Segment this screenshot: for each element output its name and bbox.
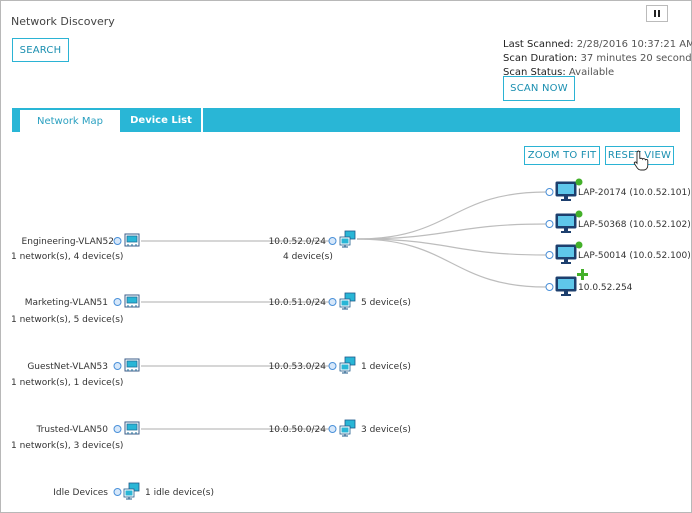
subnet-computers-icon [339, 230, 356, 248]
subnet-computers-icon [123, 482, 140, 500]
device-link-curve [356, 223, 547, 240]
scan-duration-label: Scan Duration: [503, 53, 578, 64]
network-node-guestnet[interactable]: GuestNet-VLAN53 1 network(s), 1 device(s… [11, 356, 411, 388]
connector-node[interactable] [113, 298, 122, 306]
network-summary: 1 network(s), 5 device(s) [11, 315, 123, 325]
subnet-computers-icon [339, 356, 356, 374]
idle-devices-label: Idle Devices [53, 488, 108, 498]
network-summary: 1 network(s), 3 device(s) [11, 441, 123, 451]
scan-now-button[interactable]: SCAN NOW [503, 76, 575, 101]
connector-node[interactable] [545, 251, 554, 259]
subnet-computers-icon [339, 292, 356, 310]
subnet-device-count: 4 device(s) [283, 252, 333, 262]
device-link-curve [356, 191, 547, 240]
connector-node[interactable] [113, 237, 122, 245]
tab-bar: Network Map Device List [12, 108, 680, 132]
connector-node[interactable] [328, 425, 337, 433]
desktop-monitor-icon [555, 181, 577, 202]
idle-devices-node[interactable]: Idle Devices 1 idle device(s) [53, 482, 214, 500]
network-name: Trusted-VLAN50 [36, 425, 109, 435]
network-switch-icon [124, 358, 140, 372]
subnet-label: 10.0.51.0/24 [269, 298, 327, 308]
network-name: Marketing-VLAN51 [25, 298, 108, 308]
network-switch-icon [124, 294, 140, 308]
device-node[interactable]: LAP-50368 (10.0.52.102) [545, 210, 691, 234]
device-link-curve [356, 238, 547, 256]
network-node-engineering[interactable]: Engineering-VLAN52 1 network(s), 4 devic… [11, 230, 356, 262]
connector-node[interactable] [328, 237, 337, 245]
last-scanned-value: 2/28/2016 10:37:21 AM [576, 39, 692, 50]
network-summary: 1 network(s), 1 device(s) [11, 378, 123, 388]
tab-network-map[interactable]: Network Map [19, 109, 121, 132]
pause-icon [653, 10, 661, 17]
connector-node[interactable] [545, 220, 554, 228]
device-node[interactable]: LAP-20174 (10.0.52.101) [545, 178, 691, 202]
network-summary: 1 network(s), 4 device(s) [11, 252, 123, 262]
online-status-icon [575, 241, 583, 249]
page-title: Network Discovery [11, 15, 115, 28]
last-scanned-label: Last Scanned: [503, 39, 574, 50]
link-lines [141, 191, 547, 430]
subnet-label: 10.0.50.0/24 [269, 425, 327, 435]
network-node-trusted[interactable]: Trusted-VLAN50 1 network(s), 3 device(s)… [11, 419, 411, 451]
pause-button[interactable] [646, 5, 668, 22]
device-node[interactable]: 10.0.52.254 [545, 269, 633, 297]
search-button[interactable]: SEARCH [12, 38, 69, 62]
device-label: LAP-50014 (10.0.52.100) [578, 251, 691, 261]
device-label: LAP-50368 (10.0.52.102) [578, 220, 691, 230]
desktop-monitor-icon [555, 276, 577, 297]
connector-node[interactable] [545, 283, 554, 291]
online-status-icon [575, 210, 583, 218]
subnet-computers-icon [339, 419, 356, 437]
connector-node[interactable] [328, 298, 337, 306]
network-switch-icon [124, 421, 140, 435]
connector-node[interactable] [113, 488, 122, 496]
scan-info-panel: Last Scanned: 2/28/2016 10:37:21 AM Scan… [503, 38, 692, 80]
subnet-device-count: 3 device(s) [361, 425, 411, 435]
scan-duration-value: 37 minutes 20 seconds [580, 53, 692, 64]
subnet-label: 10.0.53.0/24 [269, 362, 327, 372]
hand-pointer-icon [633, 150, 649, 171]
device-label: 10.0.52.254 [578, 283, 633, 293]
scan-status-value: Available [568, 67, 615, 78]
network-node-marketing[interactable]: Marketing-VLAN51 1 network(s), 5 device(… [11, 292, 411, 325]
idle-device-count: 1 idle device(s) [145, 488, 214, 498]
scan-status-label: Scan Status: [503, 67, 566, 78]
new-device-plus-icon [577, 269, 588, 280]
device-link-curve [356, 238, 547, 288]
connector-node[interactable] [113, 425, 122, 433]
connector-node[interactable] [545, 188, 554, 196]
subnet-device-count: 5 device(s) [361, 298, 411, 308]
tab-device-list[interactable]: Device List [121, 108, 203, 132]
online-status-icon [575, 178, 583, 186]
device-node[interactable]: LAP-50014 (10.0.52.100) [545, 241, 691, 265]
subnet-label: 10.0.52.0/24 [269, 237, 327, 247]
connector-node[interactable] [328, 362, 337, 370]
device-label: LAP-20174 (10.0.52.101) [578, 188, 691, 198]
network-name: Engineering-VLAN52 [22, 237, 114, 247]
connector-node[interactable] [113, 362, 122, 370]
zoom-to-fit-button[interactable]: ZOOM TO FIT [524, 146, 600, 165]
subnet-device-count: 1 device(s) [361, 362, 411, 372]
network-switch-icon [124, 233, 140, 247]
desktop-monitor-icon [555, 213, 577, 234]
network-name: GuestNet-VLAN53 [27, 362, 108, 372]
desktop-monitor-icon [555, 244, 577, 265]
